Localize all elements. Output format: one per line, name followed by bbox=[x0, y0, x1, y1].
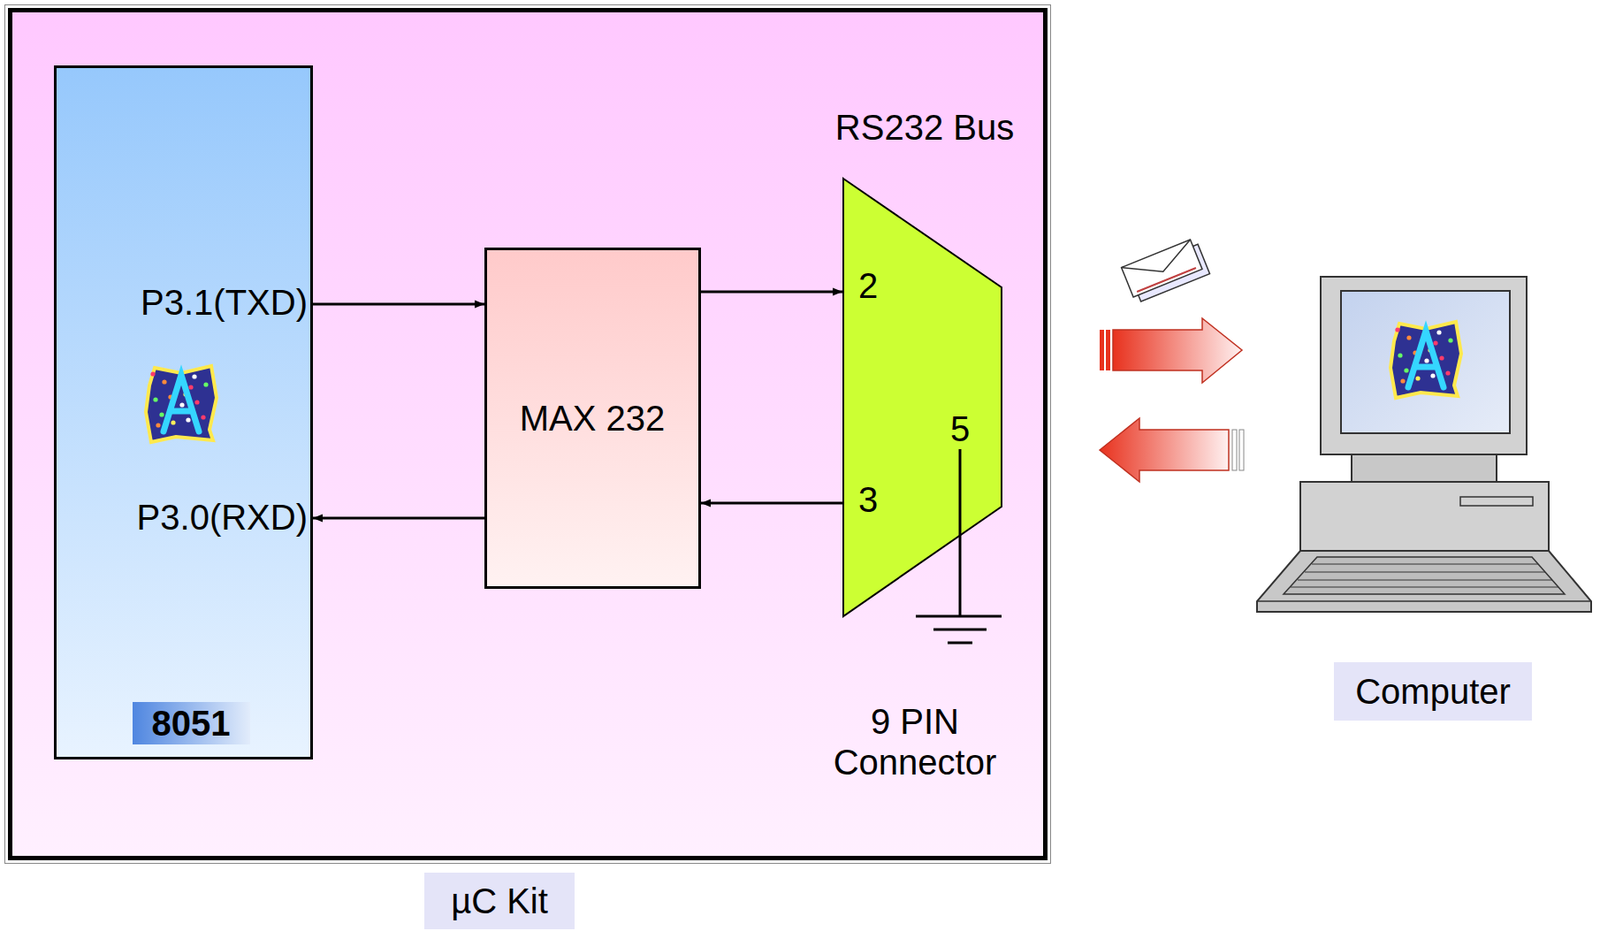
kit-panel: 8051 P3.1(TXD) P3.0(RXD) MAX 232 RS232 Bus 2 3… bbox=[7, 7, 1048, 861]
chip-name: 8051 bbox=[152, 702, 231, 744]
bus-label: RS232 Bus bbox=[835, 106, 1014, 148]
microcontroller-box: 8051 P3.1(TXD) P3.0(RXD) bbox=[53, 65, 313, 760]
receive-arrow bbox=[1099, 418, 1244, 482]
device-label: Computer bbox=[1355, 670, 1511, 712]
pin-number: 2 bbox=[858, 265, 878, 306]
computer-illustration bbox=[1257, 276, 1592, 612]
kit-label: µC Kit bbox=[424, 872, 575, 930]
chip-badge: 8051 bbox=[132, 701, 251, 745]
connector-shape: RS232 Bus2359 PIN Connector bbox=[842, 97, 1004, 787]
pin-number: 3 bbox=[858, 479, 878, 520]
signal-wire bbox=[312, 303, 485, 306]
pin-name: P3.1(TXD) bbox=[140, 281, 308, 323]
signal-wire bbox=[700, 502, 843, 505]
logo-icon bbox=[53, 65, 313, 760]
pin-name: P3.0(RXD) bbox=[137, 496, 308, 538]
connector-body bbox=[843, 178, 1002, 617]
connector-label: 9 PIN Connector bbox=[822, 700, 1008, 783]
send-arrow bbox=[1099, 318, 1242, 383]
connector-outline bbox=[842, 97, 1004, 787]
ground-symbol bbox=[915, 449, 1002, 643]
computer-label: Computer bbox=[1333, 662, 1532, 721]
signal-wire bbox=[312, 517, 485, 520]
driver-box: MAX 232 bbox=[484, 247, 701, 589]
chip-name: MAX 232 bbox=[519, 397, 666, 439]
logo-icon bbox=[1390, 321, 1462, 398]
envelope-icon bbox=[1121, 237, 1211, 305]
signal-wire bbox=[700, 290, 843, 294]
pin-number: 5 bbox=[950, 408, 970, 450]
